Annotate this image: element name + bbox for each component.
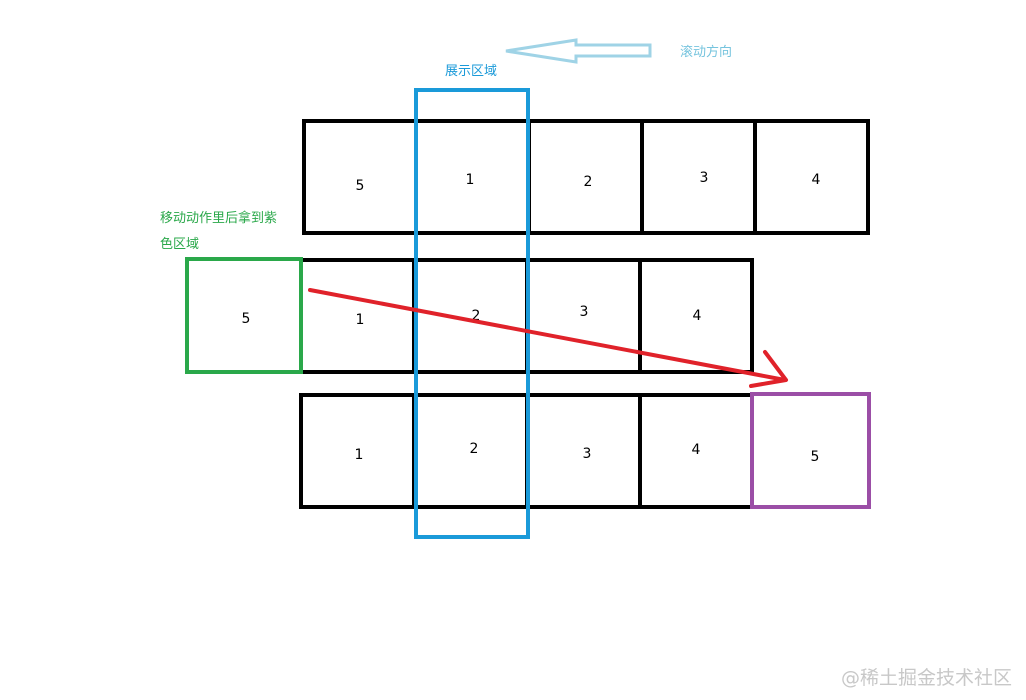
scroll-direction-arrow (505, 38, 652, 64)
row-2-cell-3-label: 2 (472, 308, 481, 324)
scroll-direction-label: 滚动方向 (680, 45, 733, 60)
row-3: 1 2 3 4 5 (299, 392, 871, 509)
row-1-cell-5 (753, 119, 870, 235)
row-2-cell-1-label: 5 (242, 311, 251, 327)
move-note-line-1: 移动动作里后拿到紫 (160, 211, 278, 226)
row-1-cell-1-label: 5 (356, 178, 365, 194)
row-1-cell-4 (640, 119, 757, 235)
row-1-cell-1 (302, 119, 418, 235)
watermark: @稀土掘金技术社区 (840, 667, 1012, 689)
row-2-cell-2-label: 1 (356, 312, 365, 328)
row-3-cell-4-label: 4 (692, 442, 701, 458)
row-1-cell-5-label: 4 (812, 172, 821, 188)
move-note-line-2: 色区域 (160, 237, 200, 252)
row-2-cell-3 (412, 258, 529, 374)
display-area-frame (414, 88, 530, 539)
display-area-label: 展示区域 (445, 64, 498, 79)
row-3-cell-3-label: 3 (583, 446, 592, 462)
green-moved-box (185, 257, 303, 374)
row-3-cell-1-label: 1 (355, 447, 364, 463)
row-2-cell-5 (638, 258, 754, 374)
row-1-cell-4-label: 3 (700, 170, 709, 186)
row-2-cell-5-label: 4 (693, 308, 702, 324)
row-2-cell-4-label: 3 (580, 304, 589, 320)
row-1-cell-2-label: 1 (466, 172, 475, 188)
row-2: 5 1 2 3 4 (185, 257, 754, 374)
move-arrow-head (749, 350, 788, 388)
row-1: 5 1 2 3 4 (302, 119, 870, 235)
purple-target-box (750, 392, 871, 509)
row-1-cell-3-label: 2 (584, 174, 593, 190)
row-3-cell-5-label: 5 (811, 449, 820, 465)
row-3-cell-2-label: 2 (470, 441, 479, 457)
move-arrow-shaft (308, 288, 787, 382)
